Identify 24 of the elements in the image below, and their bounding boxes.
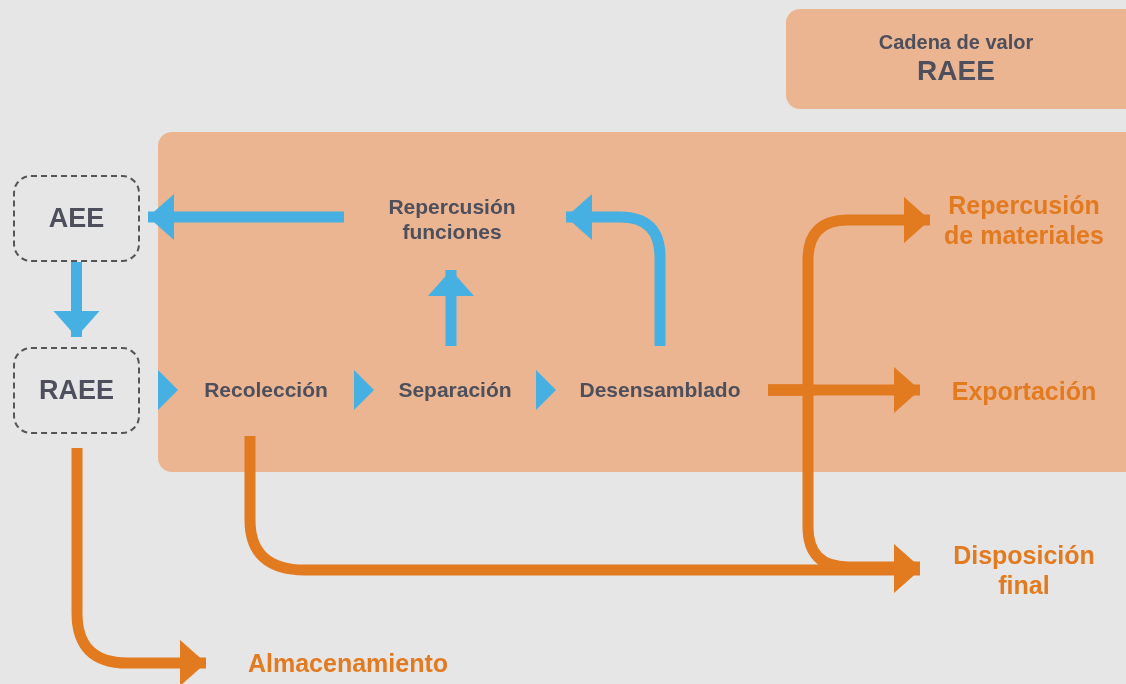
chevron-arrow [354,370,374,410]
arrow [71,448,206,684]
box-label: AEE [48,202,105,235]
outcome-label: Exportación [951,376,1097,406]
subtitle: Cadena de valor [878,30,1034,55]
process-label: Separación [398,377,512,403]
panel-background [158,132,1126,472]
arrow [148,194,344,240]
outcome-label: Disposición final [952,540,1096,600]
process-label: Desensamblado [579,377,741,403]
dashed-box [13,347,140,434]
arrow [53,262,100,337]
chevron-arrow [536,370,556,410]
arrow [244,436,920,593]
outcome-label: Repercusión de materiales [943,190,1105,250]
title-box [786,9,1126,109]
box-label: RAEE [39,374,114,407]
arrow [428,270,474,346]
outcome-label: Almacenamiento [247,648,449,678]
arrow [566,194,666,346]
dashed-box [13,175,140,262]
process-label: Recolección [204,377,328,403]
box-label: RAEE [917,54,995,88]
process-label: Repercusión funciones [387,193,517,245]
